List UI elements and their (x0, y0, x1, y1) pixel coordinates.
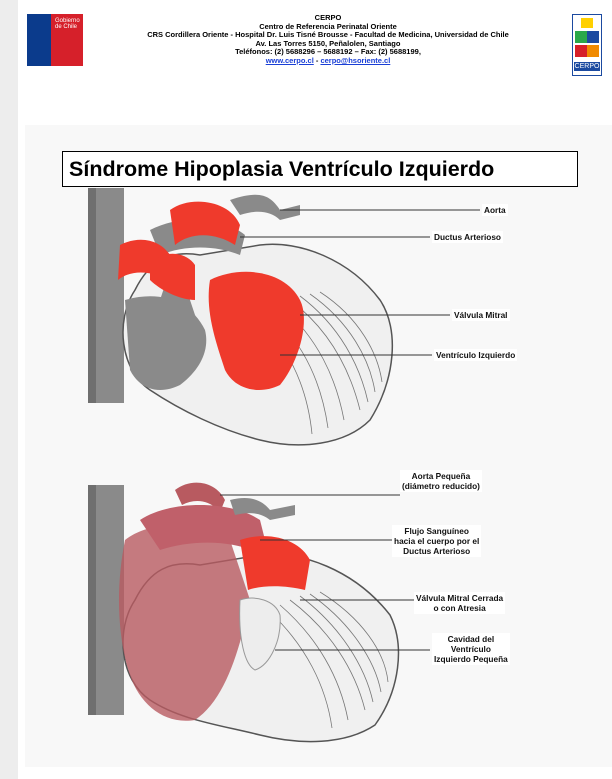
label-valvula-line2: o con Atresia (416, 603, 503, 613)
page-title: Síndrome Hipoplasia Ventrículo Izquierdo (63, 157, 494, 182)
label-valvula-mitral: Válvula Mitral (452, 309, 510, 321)
vena-cava-shade (88, 188, 96, 403)
normal-heart-illustration (88, 188, 480, 445)
label-aorta-pequena-line1: Aorta Pequeña (402, 471, 480, 481)
label-aorta-pequena: Aorta Pequeña (diámetro reducido) (400, 470, 482, 492)
label-flujo-line3: Ductus Arterioso (394, 546, 479, 556)
label-valvula-mitral-cerrada: Válvula Mitral Cerrada o con Atresia (414, 592, 505, 614)
label-flujo-line1: Flujo Sanguíneo (394, 526, 479, 536)
title-box: Síndrome Hipoplasia Ventrículo Izquierdo (62, 151, 578, 187)
label-cavidad-line1: Cavidad del (434, 634, 508, 644)
left-atrium-bottom (240, 536, 310, 590)
label-aorta: Aorta (482, 204, 508, 216)
label-ductus-arterioso: Ductus Arterioso (432, 231, 503, 243)
label-flujo-line2: hacia el cuerpo por el (394, 536, 479, 546)
label-aorta-pequena-line2: (diámetro reducido) (402, 481, 480, 491)
aortic-branches-top (230, 195, 300, 220)
hlhs-heart-illustration (88, 483, 430, 742)
label-ventriculo-izquierdo: Ventrículo Izquierdo (434, 349, 517, 361)
vena-cava-bottom-shade (88, 485, 96, 715)
label-cavidad-line3: Izquierdo Pequeña (434, 654, 508, 664)
label-valvula-line1: Válvula Mitral Cerrada (416, 593, 503, 603)
label-flujo-sanguineo: Flujo Sanguíneo hacia el cuerpo por el D… (392, 525, 481, 557)
label-cavidad-line2: Ventrículo (434, 644, 508, 654)
label-cavidad-ventriculo: Cavidad del Ventrículo Izquierdo Pequeña (432, 633, 510, 665)
